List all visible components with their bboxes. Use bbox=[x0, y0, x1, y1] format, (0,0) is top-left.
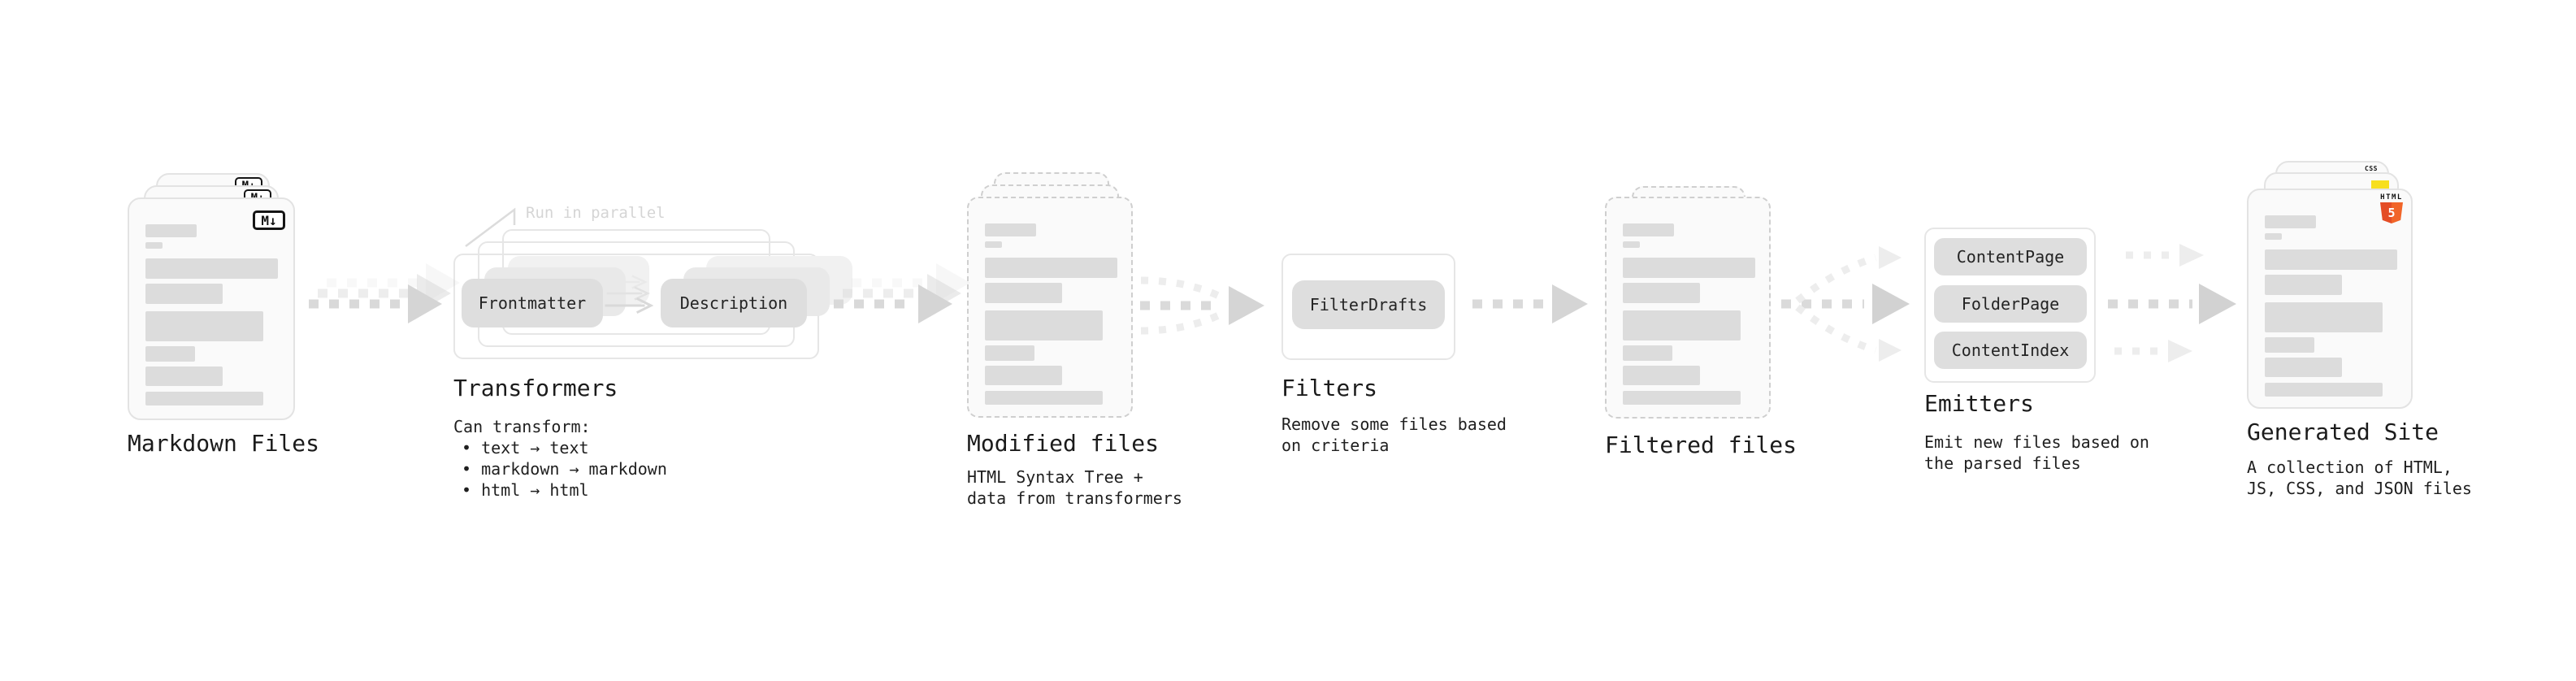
file-content-placeholder bbox=[145, 224, 278, 406]
node-label-transformers: Transformers bbox=[453, 375, 618, 401]
arrow-emitters-to-generated bbox=[2108, 244, 2236, 362]
node-label-modified-files: Modified files bbox=[967, 430, 1160, 457]
html5-icon-text: HTML bbox=[2380, 193, 2403, 202]
arrow-modified-to-filters bbox=[1140, 276, 1264, 335]
arrow-filtered-to-emitters bbox=[1781, 246, 1910, 362]
css-icon-text: CSS bbox=[2365, 165, 2378, 172]
generated-site-description: A collection of HTML, JS, CSS, and JSON … bbox=[2247, 458, 2472, 498]
pill-contentpage: ContentPage bbox=[1934, 238, 2087, 275]
node-label-filtered-files: Filtered files bbox=[1605, 432, 1798, 458]
file-content-placeholder bbox=[985, 223, 1117, 405]
node-label-markdown-files: Markdown Files bbox=[128, 430, 320, 457]
transformers-description: Can transform: • text → text • markdown … bbox=[453, 416, 667, 501]
desc-item: • text → text bbox=[462, 438, 589, 458]
emitters-description: Emit new files based on the parsed files bbox=[1924, 432, 2149, 473]
arrow-markdown-to-transformers bbox=[309, 263, 460, 323]
file-card-front bbox=[1605, 197, 1771, 419]
desc-title: Can transform: bbox=[453, 417, 591, 436]
desc-item: • html → html bbox=[462, 480, 589, 500]
node-label-filters: Filters bbox=[1281, 375, 1378, 401]
run-in-parallel-note: Run in parallel bbox=[526, 204, 666, 222]
pill-folderpage: FolderPage bbox=[1934, 285, 2087, 323]
file-card-front bbox=[967, 197, 1133, 418]
node-label-emitters: Emitters bbox=[1924, 390, 2034, 417]
filters-description: Remove some files based on criteria bbox=[1281, 414, 1507, 455]
file-content-placeholder bbox=[1623, 223, 1755, 405]
markdown-icon: M↓ bbox=[253, 210, 285, 230]
file-card-front: HTML 5 bbox=[2247, 189, 2413, 409]
emitters-box bbox=[1924, 228, 2096, 383]
node-label-generated-site: Generated Site bbox=[2247, 419, 2439, 445]
desc-item: • markdown → markdown bbox=[462, 459, 667, 479]
html5-icon: HTML 5 bbox=[2379, 193, 2404, 223]
pill-contentindex: ContentIndex bbox=[1934, 332, 2087, 369]
pill-frontmatter: Frontmatter bbox=[462, 279, 603, 327]
pill-description: Description bbox=[661, 279, 807, 327]
modified-files-description: HTML Syntax Tree + data from transformer… bbox=[967, 467, 1182, 508]
arrow-filters-to-filtered bbox=[1472, 284, 1588, 323]
file-card-front: M↓ bbox=[128, 197, 295, 420]
arrow-transformers-to-modified bbox=[834, 263, 970, 323]
filters-box bbox=[1281, 254, 1455, 360]
html5-icon-shield: 5 bbox=[2380, 202, 2403, 223]
pill-filterdrafts: FilterDrafts bbox=[1292, 280, 1445, 329]
file-content-placeholder bbox=[2265, 215, 2397, 397]
